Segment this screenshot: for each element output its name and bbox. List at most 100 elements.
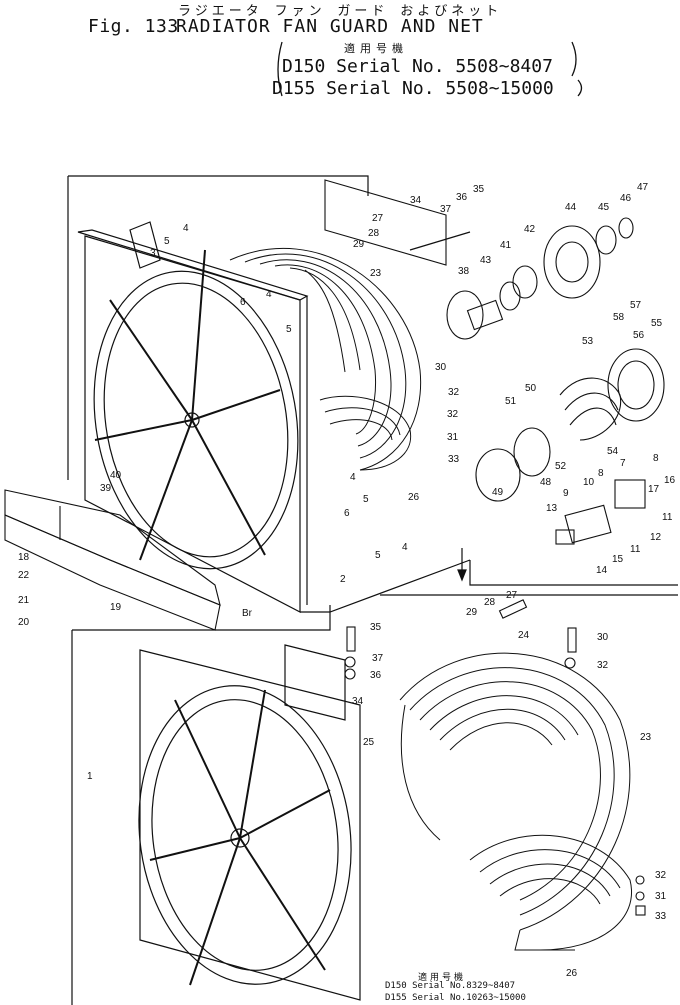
callout-31: 31 bbox=[447, 432, 459, 443]
callout-9: 9 bbox=[563, 488, 569, 499]
callout-6: 6 bbox=[240, 297, 246, 308]
callout-38: 38 bbox=[458, 266, 470, 277]
callout-14: 14 bbox=[596, 565, 608, 576]
tensioner-parts bbox=[555, 479, 646, 545]
callout-29b: 29 bbox=[466, 607, 478, 618]
callout-8b: 8 bbox=[598, 468, 604, 479]
callout-24: 24 bbox=[518, 630, 530, 641]
callout-2: 2 bbox=[340, 574, 346, 585]
callout-28b: 28 bbox=[484, 597, 496, 608]
callout-20: 20 bbox=[18, 617, 30, 628]
callout-29: 29 bbox=[353, 239, 365, 250]
callout-54: 54 bbox=[607, 446, 619, 457]
callout-7: 7 bbox=[620, 458, 626, 469]
callout-11b: 11 bbox=[630, 544, 641, 555]
callout-52: 52 bbox=[555, 461, 567, 472]
callout-41: 41 bbox=[500, 240, 512, 251]
callout-1: 1 bbox=[87, 771, 93, 782]
callout-8: 8 bbox=[653, 453, 659, 464]
bracket-34-upper bbox=[324, 179, 447, 266]
callout-5c: 5 bbox=[363, 494, 369, 505]
callout-34b: 34 bbox=[352, 696, 364, 707]
figure-title: RADIATOR FAN GUARD AND NET bbox=[176, 16, 484, 37]
callout-30: 30 bbox=[435, 362, 447, 373]
callout-4b: 4 bbox=[266, 289, 272, 300]
callout-30b: 30 bbox=[597, 632, 609, 643]
callout-45: 45 bbox=[598, 202, 610, 213]
callout-35: 35 bbox=[473, 184, 485, 195]
callout-25: 25 bbox=[363, 737, 375, 748]
callout-33: 33 bbox=[448, 454, 460, 465]
callout-10: 10 bbox=[583, 477, 595, 488]
arrow-to-inset bbox=[457, 548, 467, 582]
callout-36: 36 bbox=[456, 192, 468, 203]
title-brackets bbox=[277, 41, 583, 97]
applicability-jp: 適用号機 bbox=[344, 42, 408, 55]
callout-44: 44 bbox=[565, 202, 577, 213]
callout-47: 47 bbox=[637, 182, 649, 193]
callout-27b: 27 bbox=[506, 590, 518, 601]
callout-19: 19 bbox=[110, 602, 122, 613]
callout-4: 4 bbox=[183, 223, 189, 234]
callout-32c: 32 bbox=[597, 660, 609, 671]
bolts-lower bbox=[344, 599, 646, 916]
callout-12: 12 bbox=[650, 532, 662, 543]
callout-3: 3 bbox=[150, 248, 156, 259]
callout-16: 16 bbox=[664, 475, 676, 486]
callout-23b: 23 bbox=[640, 732, 652, 743]
callout-26: 26 bbox=[408, 492, 420, 503]
callout-26b: 26 bbox=[566, 968, 578, 979]
fan-shroud-upper bbox=[77, 221, 309, 613]
callout-15: 15 bbox=[612, 554, 624, 565]
callout-33b: 33 bbox=[655, 911, 667, 922]
serial-range-d155: D155 Serial No. 5508~15000 bbox=[272, 78, 554, 99]
callout-37b: 37 bbox=[372, 653, 384, 664]
callout-31b: 31 bbox=[655, 891, 667, 902]
callout-35b: 35 bbox=[370, 622, 382, 633]
callout-42: 42 bbox=[524, 224, 536, 235]
callout-6b: 6 bbox=[344, 508, 350, 519]
inset-applicability-jp: 適用号機 bbox=[418, 973, 467, 983]
callout-5b: 5 bbox=[286, 324, 292, 335]
lower-inset-frame bbox=[71, 594, 678, 1005]
callout-50: 50 bbox=[525, 383, 537, 394]
callout-43: 43 bbox=[480, 255, 492, 266]
callout-40: 40 bbox=[110, 470, 122, 481]
fan-guard-net-lower bbox=[399, 652, 632, 951]
callout-27: 27 bbox=[372, 213, 384, 224]
callout-58: 58 bbox=[613, 312, 625, 323]
callout-49: 49 bbox=[492, 487, 504, 498]
inset-serial-d150: D150 Serial No.8329~8407 bbox=[385, 981, 516, 991]
callout-22: 22 bbox=[18, 570, 30, 581]
callout-13: 13 bbox=[546, 503, 558, 514]
fan-shroud-lower bbox=[138, 644, 361, 1001]
callout-55: 55 bbox=[651, 318, 663, 329]
callout-56: 56 bbox=[633, 330, 645, 341]
callout-46: 46 bbox=[620, 193, 632, 204]
callout-5: 5 bbox=[164, 236, 170, 247]
callout-48: 48 bbox=[540, 477, 552, 488]
callout-36b: 36 bbox=[370, 670, 382, 681]
callout-4d: 4 bbox=[402, 542, 408, 553]
fan-guard-net-upper bbox=[229, 248, 422, 471]
figure-number: Fig. 133 bbox=[88, 16, 179, 37]
callout-br: Br bbox=[242, 608, 253, 619]
callout-4c: 4 bbox=[350, 472, 356, 483]
callout-21: 21 bbox=[18, 595, 30, 606]
callout-17: 17 bbox=[648, 484, 660, 495]
japanese-title: ラジエータ ファン ガード およびネット bbox=[178, 4, 503, 19]
inset-serial-d155: D155 Serial No.10263~15000 bbox=[385, 993, 526, 1003]
callout-32b: 32 bbox=[447, 409, 459, 420]
callout-34: 34 bbox=[410, 195, 422, 206]
serial-range-d150: D150 Serial No. 5508~8407 bbox=[282, 56, 553, 77]
callout-18: 18 bbox=[18, 552, 30, 563]
callout-53: 53 bbox=[582, 336, 594, 347]
callout-5d: 5 bbox=[375, 550, 381, 561]
callout-23: 23 bbox=[370, 268, 382, 279]
callout-37: 37 bbox=[440, 204, 452, 215]
callout-39: 39 bbox=[100, 483, 112, 494]
callout-51: 51 bbox=[505, 396, 517, 407]
callout-57: 57 bbox=[630, 300, 642, 311]
fan-pulley-assembly bbox=[446, 217, 665, 502]
